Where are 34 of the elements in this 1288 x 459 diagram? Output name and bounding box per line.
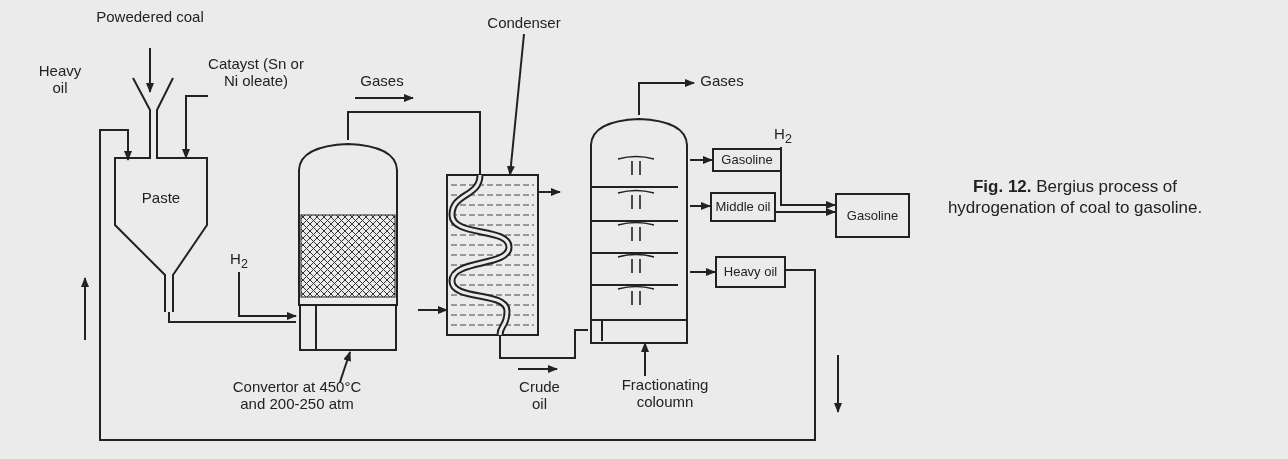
vessel-label: Paste bbox=[140, 188, 182, 206]
leader-line bbox=[506, 33, 525, 176]
pipe bbox=[168, 311, 297, 323]
pipe bbox=[417, 306, 448, 314]
pipe bbox=[499, 329, 589, 359]
condenser-tank bbox=[447, 175, 538, 335]
stream-label: Condenser bbox=[486, 14, 562, 34]
leader-line bbox=[238, 271, 297, 320]
figure-caption: Fig. 12. Bergius process of hydrogenation of coal to gasoline. bbox=[946, 176, 1204, 218]
pipe bbox=[99, 129, 816, 441]
stream-label: Fractionating coloumn bbox=[600, 376, 730, 416]
pipe bbox=[689, 268, 716, 276]
pipe bbox=[146, 47, 154, 93]
pipe bbox=[638, 79, 695, 116]
pipe bbox=[689, 156, 713, 164]
pipe bbox=[689, 202, 711, 210]
stream-label: Catayst (Sn or Ni oleate) bbox=[208, 55, 304, 125]
pipe bbox=[347, 111, 481, 176]
leader-line bbox=[339, 351, 351, 383]
product-tank: Gasoline bbox=[712, 148, 782, 172]
convertor-vessel bbox=[296, 140, 400, 352]
paste-tank bbox=[115, 75, 207, 312]
leader-line bbox=[641, 342, 649, 377]
stream-label: Convertor at 450°C and 200-250 atm bbox=[222, 378, 372, 418]
pipe bbox=[182, 95, 209, 159]
stream-label: Gases bbox=[694, 72, 750, 94]
fractionating-column bbox=[588, 115, 690, 343]
pipe bbox=[775, 208, 836, 216]
product-tank: Gasoline bbox=[835, 193, 910, 238]
stream-label: H$_{2}$ bbox=[226, 250, 252, 272]
stream-label: Powedered coal bbox=[95, 8, 205, 48]
product-tank: Middle oil bbox=[710, 192, 776, 222]
stream-label: H$_{2}$ bbox=[770, 125, 796, 147]
product-tank: Heavy oil bbox=[715, 256, 786, 288]
